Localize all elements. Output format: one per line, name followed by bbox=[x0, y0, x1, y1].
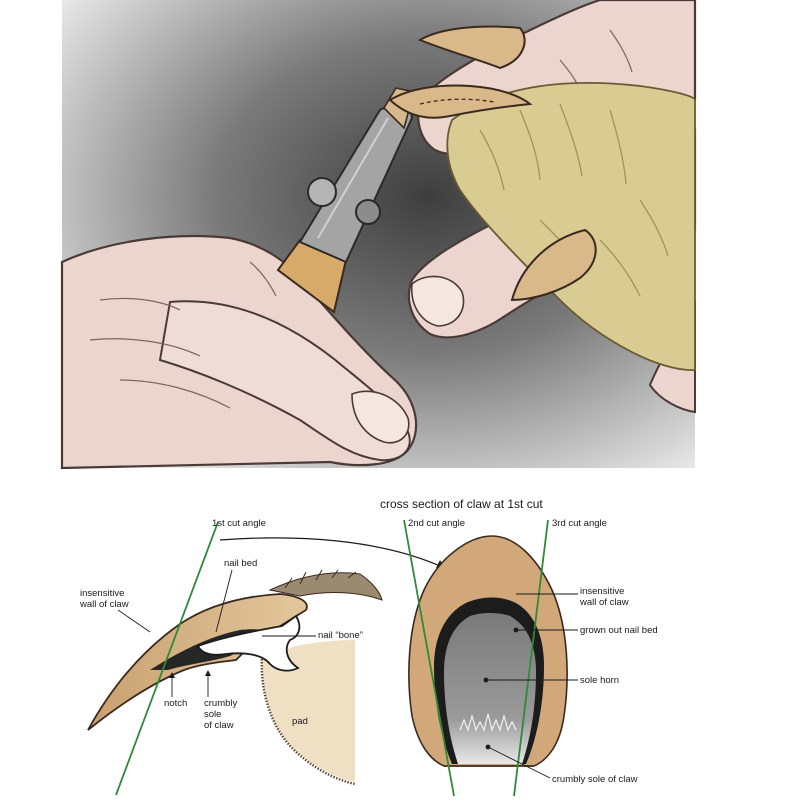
clipper-bolt bbox=[307, 177, 337, 207]
label-sole-horn: sole horn bbox=[580, 675, 619, 686]
label-insensitive-wall-cross-2: wall of claw bbox=[579, 597, 629, 608]
pad-edge bbox=[260, 655, 356, 786]
label-nail-bed: nail bed bbox=[224, 558, 257, 569]
clipper-bolt-back bbox=[355, 199, 381, 225]
label-insensitive-wall-cross-1: insensitive bbox=[580, 586, 624, 597]
pad bbox=[262, 640, 355, 782]
label-pad: pad bbox=[292, 716, 308, 727]
leader-wall-side bbox=[117, 609, 151, 633]
left-hand-creases bbox=[89, 261, 277, 409]
label-crumbly-side-1: crumbly bbox=[204, 698, 238, 709]
label-grown-out-nail-bed: grown out nail bed bbox=[580, 625, 658, 636]
cut-line-1 bbox=[115, 521, 219, 796]
arrow-to-cross-section bbox=[219, 537, 441, 567]
right-hand-creases bbox=[559, 29, 659, 229]
label-3rd-cut-angle: 3rd cut angle bbox=[552, 518, 607, 529]
arrowhead-crumbly-side bbox=[205, 670, 211, 676]
cut-line-3 bbox=[513, 519, 549, 797]
label-1st-cut-angle: 1st cut angle bbox=[212, 518, 266, 529]
dot-sole-horn bbox=[483, 677, 489, 683]
dot-grown-bed bbox=[513, 627, 519, 633]
arrowhead-notch bbox=[169, 672, 175, 678]
label-notch: notch bbox=[164, 698, 187, 709]
label-insensitive-wall-side-1: insensitive bbox=[80, 588, 124, 599]
fur-tuft-strands bbox=[284, 569, 357, 589]
side-view-diagram: 1st cut angle insensitive wall of claw n… bbox=[79, 518, 446, 796]
right-thumbnail bbox=[411, 275, 465, 327]
cross-section-title: cross section of claw at 1st cut bbox=[380, 497, 543, 511]
sole-horn bbox=[444, 613, 536, 764]
label-2nd-cut-angle: 2nd cut angle bbox=[408, 518, 465, 529]
nail-bone bbox=[196, 614, 301, 672]
claw-quick-outline bbox=[419, 98, 495, 105]
leader-crumbly-cross bbox=[489, 747, 551, 779]
claw-lower bbox=[510, 228, 597, 302]
left-thumbnail bbox=[351, 390, 410, 444]
cross-section-diagram: cross section of claw at 1st cut 2nd cut… bbox=[380, 497, 658, 797]
label-crumbly-side-2: sole bbox=[204, 709, 221, 720]
label-nail-bone: nail “bone” bbox=[318, 630, 363, 641]
fur-tuft bbox=[268, 572, 383, 601]
claw-upper bbox=[417, 25, 526, 70]
label-crumbly-sole-cross: crumbly sole of claw bbox=[552, 774, 638, 785]
label-crumbly-side-3: of claw bbox=[204, 720, 234, 731]
claw-being-trimmed bbox=[388, 84, 533, 119]
crumbly-sole-texture bbox=[459, 713, 517, 732]
left-thumb bbox=[158, 300, 411, 462]
paw-fur bbox=[446, 81, 696, 371]
leader-nail-bed bbox=[215, 569, 233, 633]
top-illustration bbox=[60, 0, 697, 470]
clipper-blade-edge bbox=[317, 117, 389, 239]
dot-crumbly-cross bbox=[485, 744, 491, 750]
label-insensitive-wall-side-2: wall of claw bbox=[79, 599, 129, 610]
cut-line-2 bbox=[403, 519, 455, 797]
